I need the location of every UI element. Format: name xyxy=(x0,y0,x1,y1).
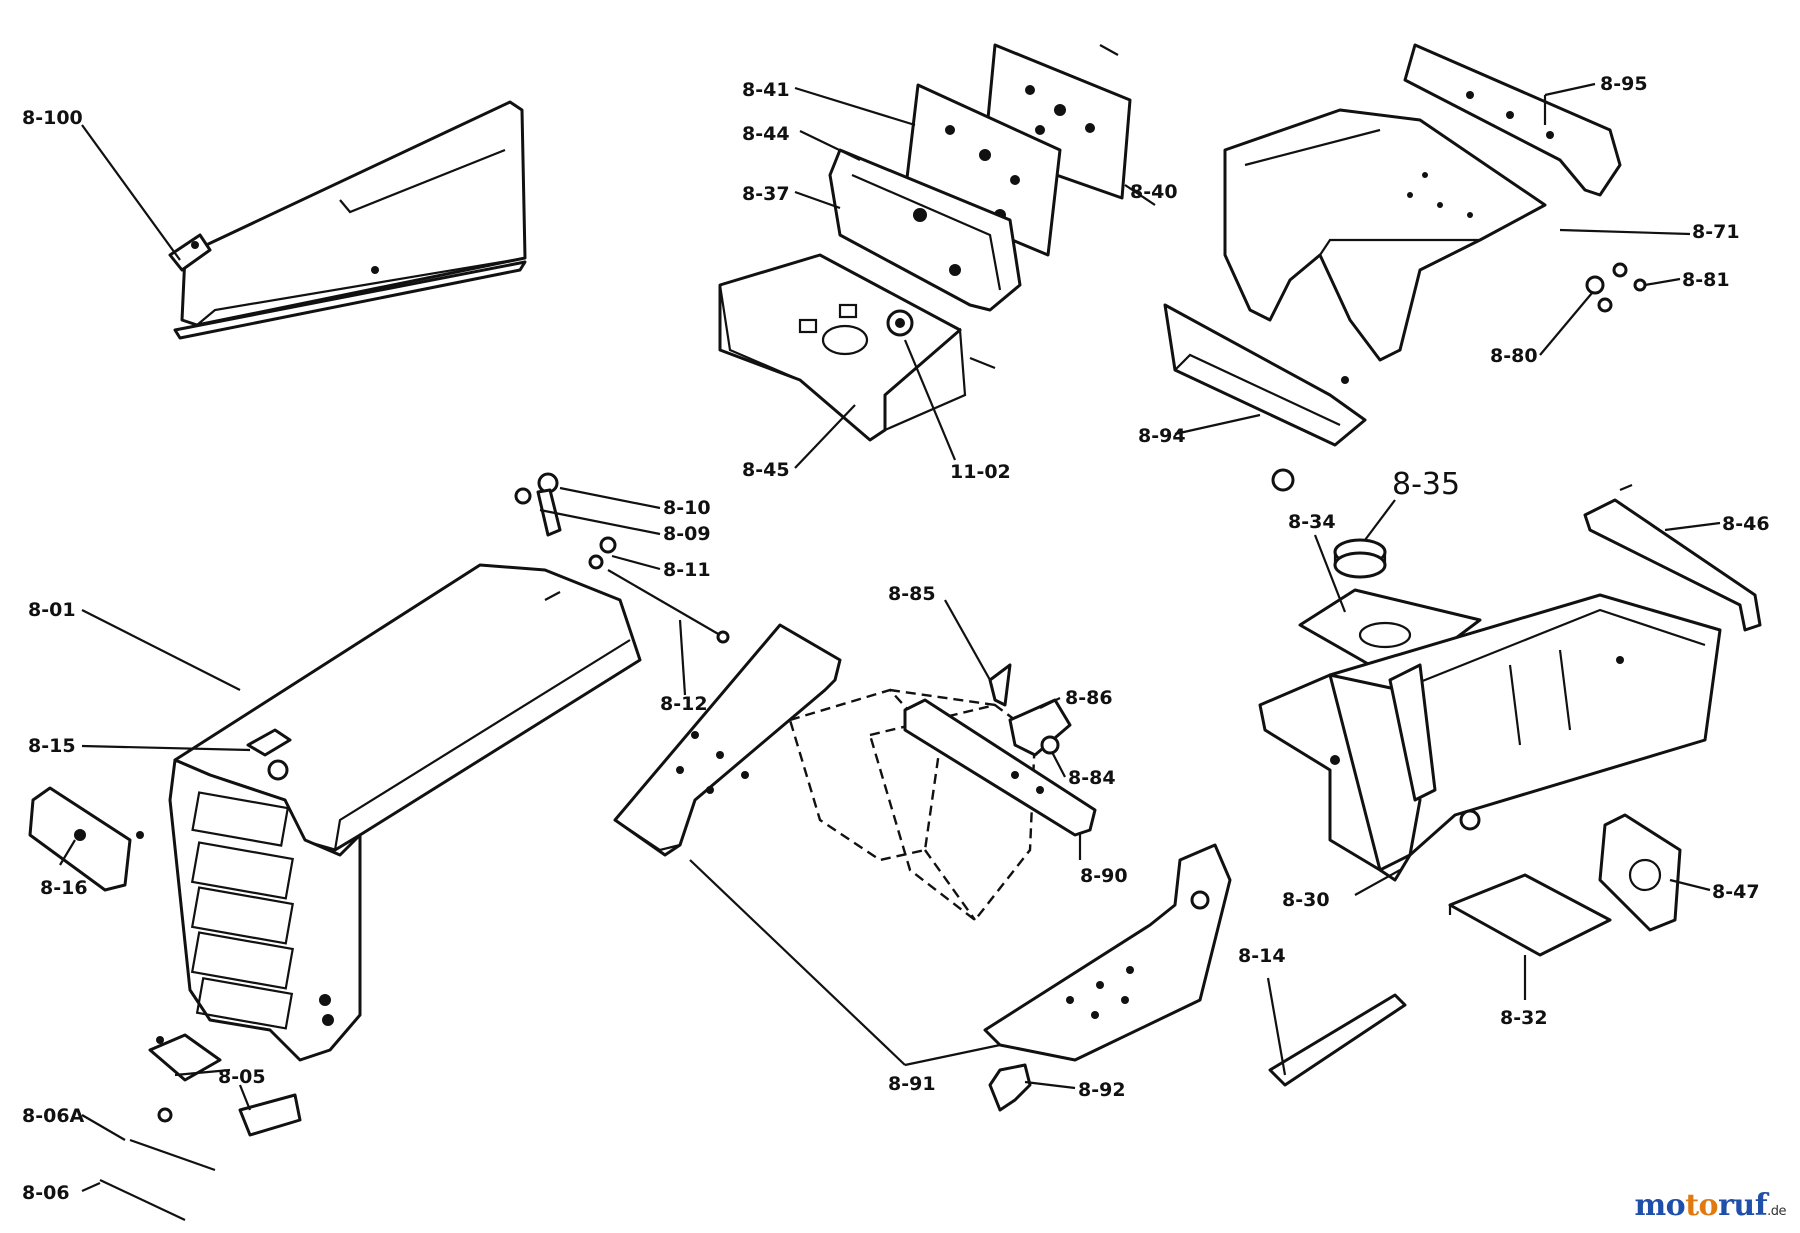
label-8-11: 8-11 xyxy=(663,559,711,581)
label-8-92: 8-92 xyxy=(1078,1079,1126,1101)
label-8-05: 8-05 xyxy=(218,1066,266,1088)
label-8-16: 8-16 xyxy=(40,877,88,899)
label-8-30: 8-30 xyxy=(1282,889,1330,911)
part-8-46-bracket xyxy=(1583,483,1762,632)
part-8-92-clip xyxy=(988,1063,1032,1112)
part-11-02-grommet xyxy=(886,309,996,370)
part-8-71-fender xyxy=(1223,108,1547,362)
part-8-100-bracket xyxy=(168,100,527,340)
part-8-47-mount-plate xyxy=(1598,813,1682,932)
label-8-100: 8-100 xyxy=(22,107,83,129)
part-labels: 8-100 8-41 8-44 8-37 8-40 8-45 11-02 8-9… xyxy=(22,73,1770,1204)
label-11-02: 11-02 xyxy=(950,461,1011,483)
part-8-05-8-06-hood-mount xyxy=(99,1033,302,1221)
label-8-14: 8-14 xyxy=(1238,945,1286,967)
label-8-86: 8-86 xyxy=(1065,687,1113,709)
label-8-44: 8-44 xyxy=(742,123,790,145)
label-8-01: 8-01 xyxy=(28,599,76,621)
label-8-84: 8-84 xyxy=(1068,767,1116,789)
label-8-80: 8-80 xyxy=(1490,345,1538,367)
label-8-91: 8-91 xyxy=(888,1073,936,1095)
label-8-32: 8-32 xyxy=(1500,1007,1548,1029)
part-8-44-dash-housing xyxy=(828,148,1022,312)
part-8-30-frame xyxy=(1258,593,1722,882)
part-8-91-footrest-right xyxy=(983,843,1232,1062)
part-8-91-footrest-left xyxy=(613,623,842,857)
part-8-85-8-86-8-84-hardware xyxy=(988,663,1072,757)
part-8-35-fuel-cap xyxy=(1333,538,1387,579)
part-8-14-bar xyxy=(1268,993,1407,1087)
part-8-45-battery-tray xyxy=(718,253,967,442)
label-8-90: 8-90 xyxy=(1080,865,1128,887)
label-8-35: 8-35 xyxy=(1392,467,1460,502)
label-8-34: 8-34 xyxy=(1288,511,1336,533)
label-8-47: 8-47 xyxy=(1712,881,1760,903)
label-8-46: 8-46 xyxy=(1722,513,1770,535)
label-8-40: 8-40 xyxy=(1130,181,1178,203)
part-8-90-rail xyxy=(903,698,1097,837)
leader-lines xyxy=(59,82,1721,1193)
label-8-10: 8-10 xyxy=(663,497,711,519)
part-8-15-latch xyxy=(246,728,292,781)
part-8-95-bracket xyxy=(1403,43,1622,197)
label-8-81: 8-81 xyxy=(1682,269,1730,291)
label-8-85: 8-85 xyxy=(888,583,936,605)
label-8-95: 8-95 xyxy=(1600,73,1648,95)
label-8-37: 8-37 xyxy=(742,183,790,205)
part-8-01-hood xyxy=(168,563,642,1062)
part-8-41-plate xyxy=(903,83,1062,257)
part-8-32-plate xyxy=(1448,873,1612,957)
part-8-94-fender-bracket xyxy=(1163,303,1367,447)
label-8-06A: 8-06A xyxy=(22,1105,85,1127)
label-8-94: 8-94 xyxy=(1138,425,1186,447)
label-8-71: 8-71 xyxy=(1692,221,1740,243)
label-8-45: 8-45 xyxy=(742,459,790,481)
label-8-41: 8-41 xyxy=(742,79,790,101)
label-8-06: 8-06 xyxy=(22,1182,70,1204)
part-8-81-8-80-hardware xyxy=(1271,262,1647,492)
motoruf-watermark-logo: motoruf.de xyxy=(1634,1188,1786,1223)
part-8-16-grille-emblem xyxy=(28,786,144,892)
part-8-91-battery-box-dashed xyxy=(788,688,1037,922)
label-8-09: 8-09 xyxy=(663,523,711,545)
label-8-12: 8-12 xyxy=(660,693,708,715)
label-8-15: 8-15 xyxy=(28,735,76,757)
